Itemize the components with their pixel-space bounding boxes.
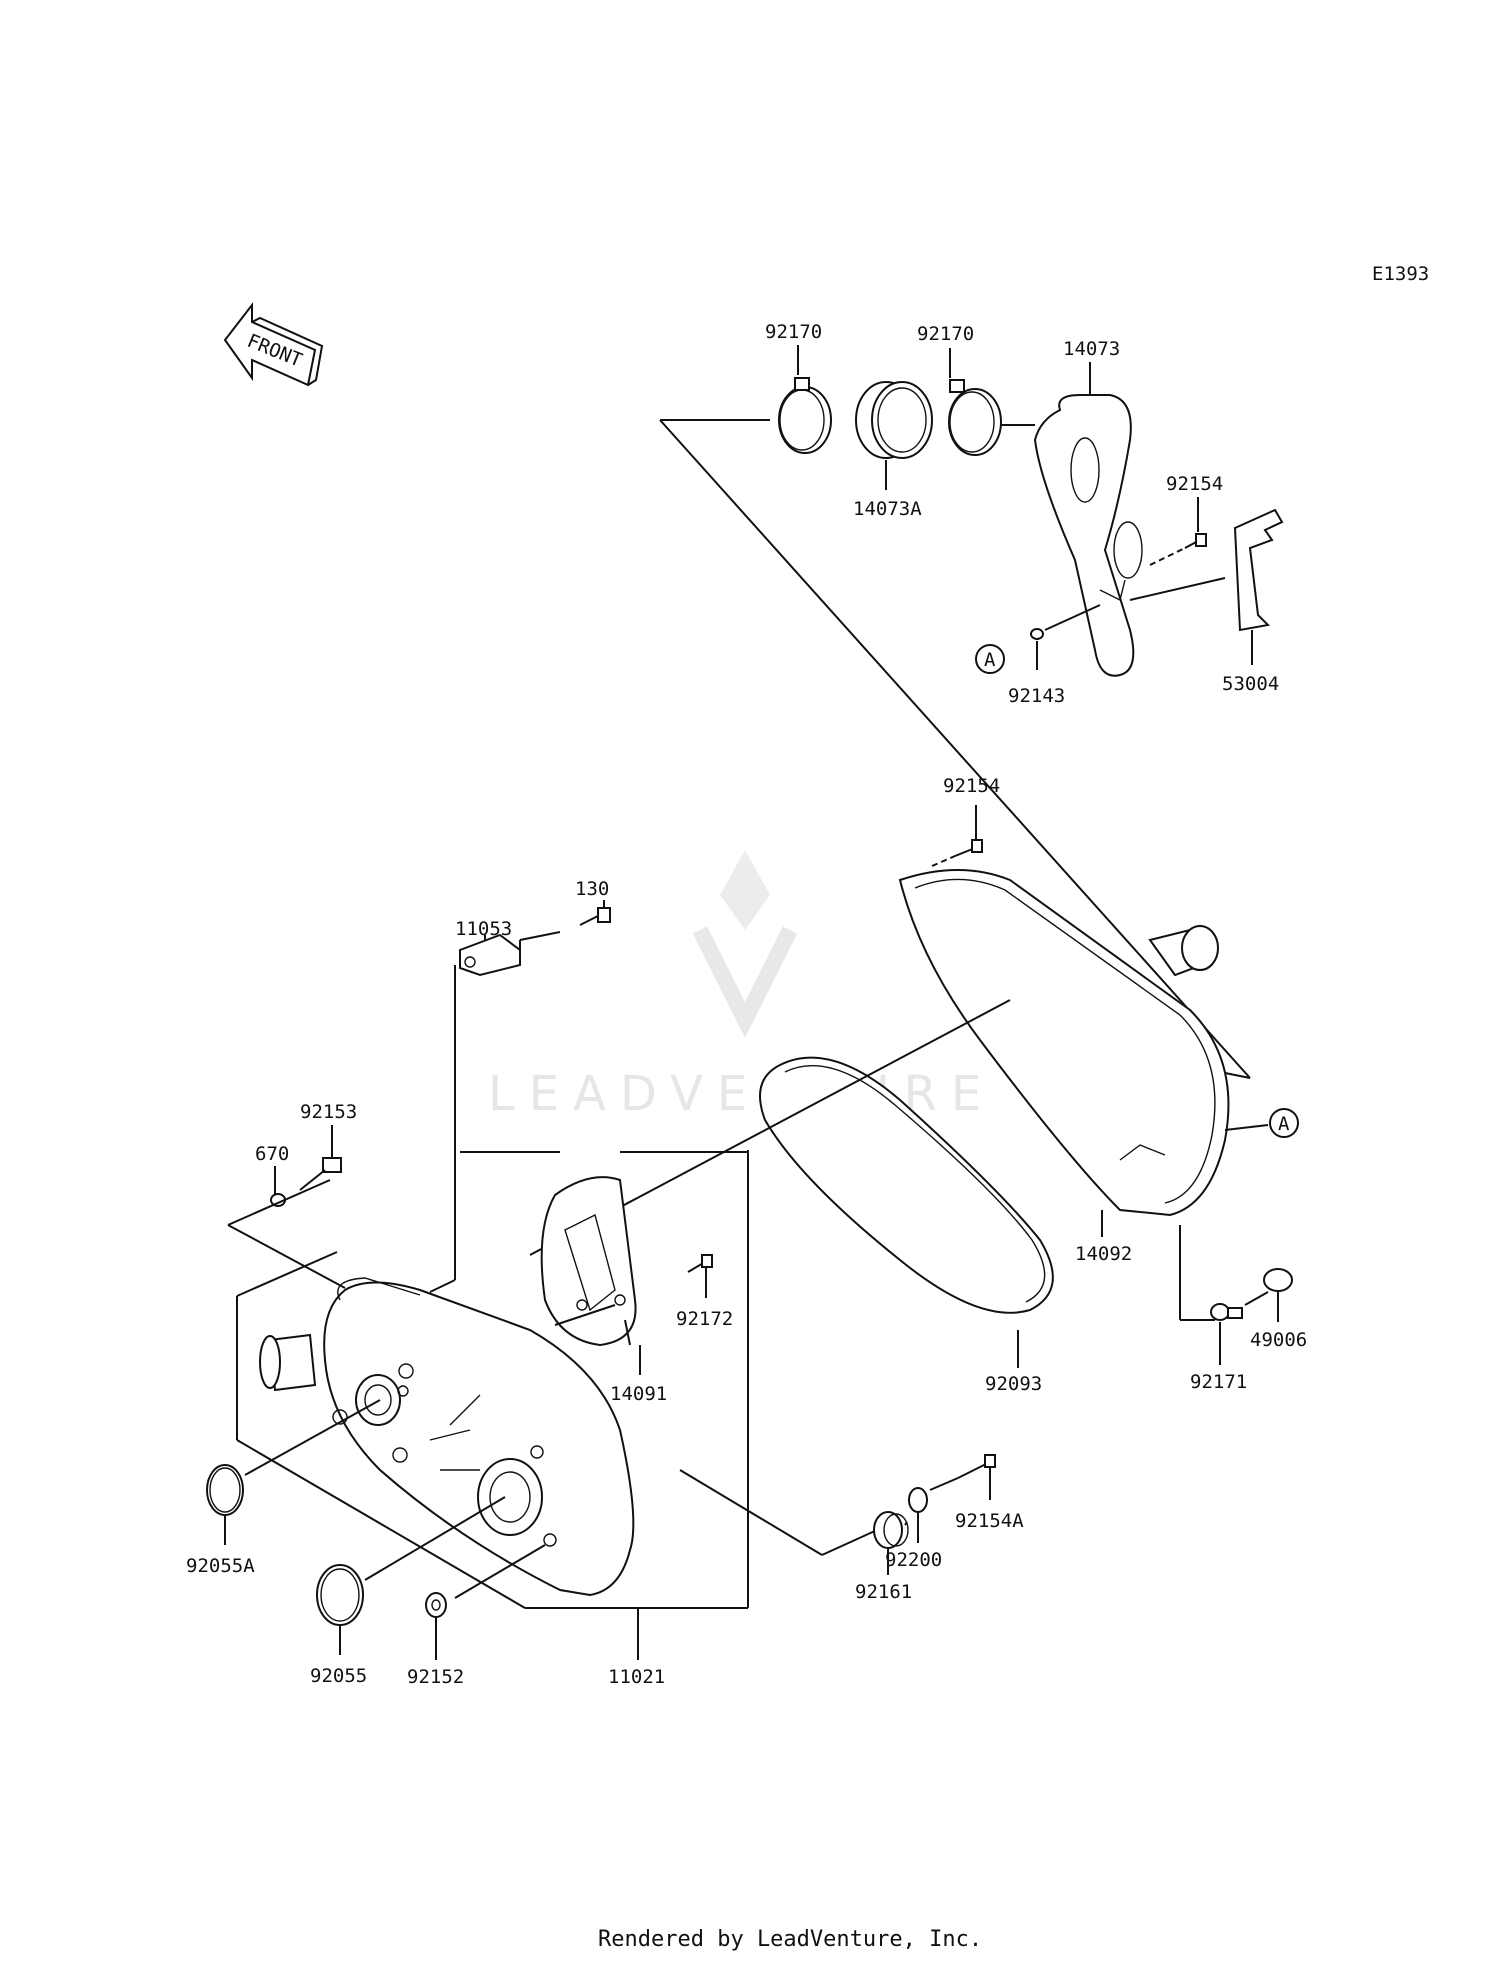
screw-92172 — [687, 1254, 713, 1273]
svg-text:A: A — [1278, 1113, 1290, 1135]
cover-seal-92093 — [759, 1056, 1054, 1314]
hose-clamp-left — [778, 377, 832, 454]
plug-92152 — [425, 1592, 447, 1618]
callout-A-lower: A — [1269, 1108, 1299, 1138]
label-92172: 92172 — [676, 1308, 733, 1330]
plate-53004 — [1129, 508, 1284, 632]
intake-duct-14073 — [1033, 394, 1143, 677]
diagram-code: E1393 — [1372, 263, 1429, 285]
bolt-130 — [579, 907, 611, 926]
inner-cover-outline — [227, 999, 1011, 1609]
front-direction-arrow: FRONT — [223, 302, 324, 387]
label-53004: 53004 — [1222, 673, 1279, 695]
label-11021: 11021 — [608, 1666, 665, 1688]
o-ring-92055A — [206, 1464, 244, 1516]
converter-inner-cover-11021 — [259, 1277, 635, 1597]
watermark-text: LEADVENTURE — [488, 1066, 995, 1122]
label-14092: 14092 — [1075, 1243, 1132, 1265]
label-92161: 92161 — [855, 1581, 912, 1603]
hose-clamp-right — [948, 379, 1002, 456]
o-ring-92055 — [316, 1564, 364, 1626]
label-92200: 92200 — [885, 1549, 942, 1571]
label-92055A: 92055A — [186, 1555, 255, 1577]
washer-92143 — [1030, 604, 1101, 640]
label-92154-top: 92154 — [1166, 473, 1223, 495]
label-11053: 11053 — [455, 918, 512, 940]
washer-92200 — [908, 1487, 928, 1513]
bolt-92171 — [1210, 1291, 1269, 1321]
label-92170-right: 92170 — [917, 323, 974, 345]
label-92143: 92143 — [1008, 685, 1065, 707]
duct-joint-14073A — [855, 381, 933, 459]
svg-text:A: A — [984, 649, 996, 671]
converter-outer-cover-14092 — [898, 869, 1269, 1217]
plate-14091 — [540, 1176, 637, 1347]
label-14091: 14091 — [610, 1383, 667, 1405]
label-92055: 92055 — [310, 1665, 367, 1687]
screw-92154-top — [1149, 533, 1207, 566]
cap-49006 — [1263, 1268, 1293, 1292]
screw-92154-middle — [931, 839, 983, 867]
footer-credit: Rendered by LeadVenture, Inc. — [598, 1927, 982, 1952]
label-670: 670 — [255, 1143, 289, 1165]
label-14073: 14073 — [1063, 338, 1120, 360]
label-92171: 92171 — [1190, 1371, 1247, 1393]
label-130: 130 — [575, 878, 609, 900]
label-92170-left: 92170 — [765, 321, 822, 343]
label-92152: 92152 — [407, 1666, 464, 1688]
leader-lines — [224, 345, 1279, 1660]
callout-A-upper: A — [975, 644, 1005, 674]
label-14073A: 14073A — [853, 498, 922, 520]
label-92153: 92153 — [300, 1101, 357, 1123]
label-92154-middle: 92154 — [943, 775, 1000, 797]
label-49006: 49006 — [1250, 1329, 1307, 1351]
bracket-11053 — [459, 933, 521, 977]
part-labels: 92170 92170 14073 14073A 92154 92143 530… — [186, 321, 1307, 1688]
grommet-92161 — [873, 1511, 909, 1549]
label-92154A: 92154A — [955, 1510, 1024, 1532]
label-92093: 92093 — [985, 1373, 1042, 1395]
